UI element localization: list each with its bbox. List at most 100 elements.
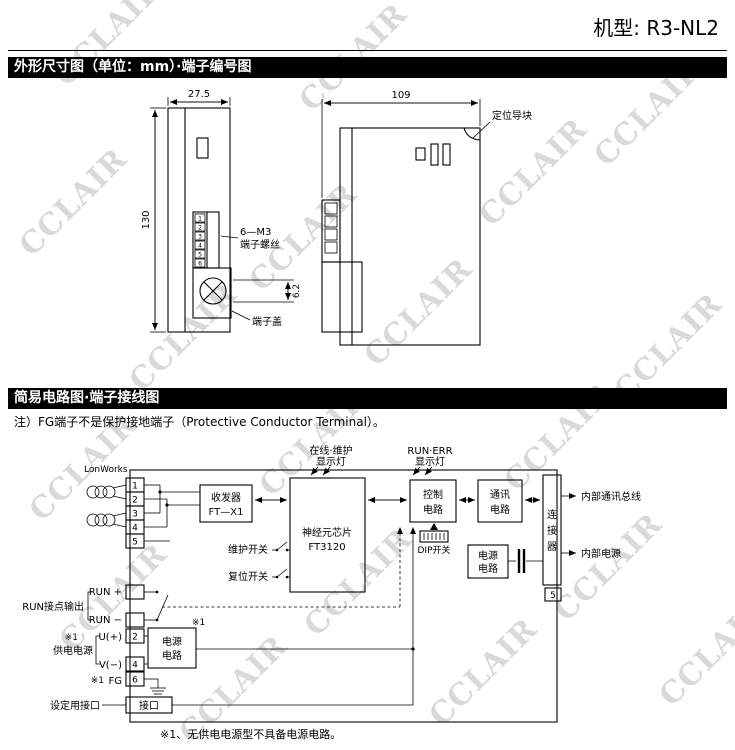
power-circuit-right: 电源 电路 bbox=[467, 544, 543, 579]
terminal-number: 5 bbox=[132, 538, 138, 548]
supply-note-mark: ※1 bbox=[65, 633, 78, 643]
control-label2: 电路 bbox=[423, 503, 443, 516]
page-title: 机型: R3-NL2 bbox=[593, 16, 719, 40]
terminal-number: 4 bbox=[132, 661, 138, 671]
control-block: 控制 电路 bbox=[409, 479, 457, 523]
power-note-mark: ※1 bbox=[192, 618, 205, 628]
section1-header: 外形尺寸图（单位：mm）·端子编号图 bbox=[8, 57, 727, 78]
u-plus-label: U(+) bbox=[98, 632, 122, 643]
dip-switch: DIP开关 bbox=[417, 523, 451, 556]
runerr-led-line1: RUN·ERR bbox=[407, 446, 452, 457]
module-outline bbox=[129, 469, 558, 723]
power-left-label2: 电路 bbox=[162, 649, 182, 662]
comm-block: 通讯 电路 bbox=[477, 479, 523, 523]
fg-terminal: ※1 FG 6 bbox=[91, 671, 166, 695]
terminal-number: 4 bbox=[132, 524, 138, 534]
neuron-model: FT3120 bbox=[308, 542, 345, 553]
right-terminal-number: 5 bbox=[550, 591, 556, 601]
led-arrow-icon bbox=[322, 466, 331, 476]
circuit-diagram: 在线·维护 显示灯 RUN·ERR 显示灯 LonWorks 1 2 3 4 5 bbox=[22, 444, 641, 741]
up-arrow-icon bbox=[397, 527, 403, 534]
control-label1: 控制 bbox=[423, 488, 443, 501]
runerr-led-line2: 显示灯 bbox=[415, 456, 445, 468]
screw-callout-line2: 端子螺丝 bbox=[240, 238, 280, 251]
led-arrow-icon bbox=[412, 466, 421, 476]
run-contact-label: RUN接点输出 bbox=[22, 600, 84, 613]
connector-char: 接 bbox=[547, 524, 557, 537]
lonworks-label: LonWorks bbox=[84, 465, 128, 475]
transceiver-label: 收发器 bbox=[211, 491, 241, 504]
internal-bus-output: 内部通讯总线 bbox=[561, 490, 641, 503]
maint-switch-label: 维护开关 bbox=[228, 543, 268, 556]
reset-switch-label: 复位开关 bbox=[228, 570, 268, 583]
maint-switch: 维护开关 bbox=[228, 541, 290, 556]
dim-cover-label: 6.2 bbox=[292, 284, 302, 298]
watermark: CCLAIR bbox=[47, 0, 170, 94]
power-right-label1: 电源 bbox=[478, 549, 498, 562]
terminal-screw-icon bbox=[199, 277, 227, 305]
input-wiring bbox=[144, 484, 200, 542]
fg-note: 注）FG端子不是保护接地端子（Protective Conductor Term… bbox=[14, 415, 385, 429]
terminal-number: 2 bbox=[132, 633, 138, 643]
screw-callout-line1: 6—M3 bbox=[240, 227, 271, 238]
title-divider bbox=[8, 50, 727, 51]
terminal-number: 4 bbox=[198, 243, 202, 250]
front-window bbox=[196, 137, 209, 159]
power-output-label: 内部电源 bbox=[581, 547, 621, 560]
comm-label1: 通讯 bbox=[490, 489, 510, 501]
guide-callout: 定位导块 bbox=[492, 109, 532, 122]
interface-label: 接口 bbox=[139, 699, 159, 712]
online-led-line2: 显示灯 bbox=[316, 456, 346, 468]
terminal-number: 6 bbox=[132, 676, 138, 686]
reset-switch: 复位开关 bbox=[228, 568, 290, 583]
internal-power-output: 内部电源 bbox=[561, 547, 621, 560]
led-arrow-icon bbox=[310, 466, 319, 476]
side-view bbox=[321, 127, 481, 346]
guide-block-shape bbox=[463, 127, 481, 141]
v-minus-label: V(−) bbox=[99, 660, 122, 671]
supply-power: ※1 供电电源 U(+) 2 V(−) 4 bbox=[53, 628, 148, 672]
lonworks-input: LonWorks bbox=[84, 465, 128, 528]
connector-block: 连 接 器 5 bbox=[542, 474, 562, 602]
power-circuit-left: ※1 电源 电路 bbox=[147, 618, 415, 669]
terminal-number: 2 bbox=[198, 225, 202, 232]
fg-note-mark: ※1 bbox=[91, 676, 104, 686]
led-arrow-icon bbox=[424, 466, 433, 476]
terminal-cover-side bbox=[321, 261, 363, 333]
run-contact-output: RUN + RUN − RUN接点输出 bbox=[22, 527, 403, 628]
dimension-drawings: 1 2 3 4 5 6 27.5 130 6.2 6—M3 端子螺丝 端子盖 bbox=[141, 89, 532, 346]
dip-arrow-icon bbox=[430, 523, 438, 530]
fg-label: FG bbox=[108, 676, 122, 687]
dip-switch-icon bbox=[419, 530, 449, 543]
side-body bbox=[339, 127, 481, 346]
neuron-block: 神经元芯片 FT3120 bbox=[289, 477, 366, 593]
neuron-label: 神经元芯片 bbox=[302, 526, 352, 539]
terminal-number: 6 bbox=[198, 261, 202, 268]
terminal-cover-front bbox=[192, 267, 232, 319]
terminal-number: 3 bbox=[198, 234, 202, 241]
config-label: 设定用接口 bbox=[50, 699, 100, 712]
terminal-box bbox=[125, 584, 145, 600]
online-led-label: 在线·维护 显示灯 bbox=[309, 444, 353, 476]
front-body bbox=[167, 107, 231, 333]
terminal-number: 3 bbox=[132, 510, 138, 520]
dip-label: DIP开关 bbox=[417, 544, 450, 556]
terminal-number: 5 bbox=[198, 252, 202, 259]
dim-width-label: 27.5 bbox=[188, 89, 210, 100]
footnote: ※1、无供电电源型不具备电源电路。 bbox=[160, 727, 341, 741]
supply-label: 供电电源 bbox=[53, 644, 93, 657]
power-left-label1: 电源 bbox=[162, 635, 182, 648]
front-view: 1 2 3 4 5 6 bbox=[167, 107, 232, 333]
side-dimensions: 109 定位导块 bbox=[321, 90, 532, 198]
terminal-number: 1 bbox=[132, 482, 138, 492]
run-minus-label: RUN − bbox=[89, 615, 122, 626]
bus-output-label: 内部通讯总线 bbox=[581, 490, 641, 503]
section2-header: 简易电路图·端子接线图 bbox=[8, 388, 727, 409]
right-terminal-box bbox=[544, 587, 562, 602]
run-plus-label: RUN + bbox=[89, 587, 122, 598]
terminal-number: 2 bbox=[132, 496, 138, 506]
comm-label2: 电路 bbox=[490, 503, 510, 516]
dim-height-label: 130 bbox=[141, 210, 152, 229]
config-interface: 设定用接口 接口 bbox=[50, 527, 416, 714]
left-terminals: 1 2 3 4 5 bbox=[125, 477, 145, 549]
